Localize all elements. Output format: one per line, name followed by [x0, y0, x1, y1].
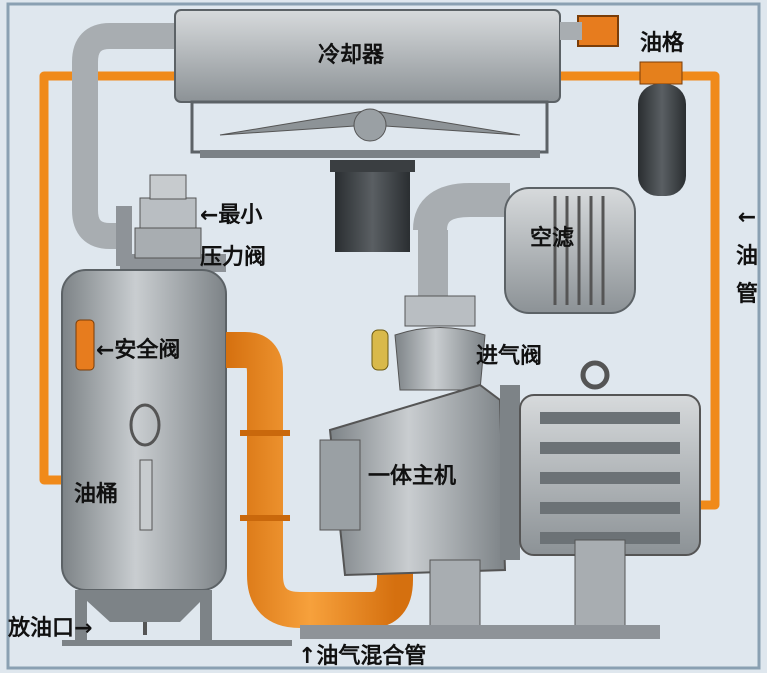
min-pressure-valve	[134, 174, 202, 259]
min-pressure-valve-label-line2: 压力阀	[200, 245, 267, 270]
oil-tank	[61, 254, 227, 640]
min-pressure-valve-label-line1: ←最小	[200, 203, 263, 228]
intake-valve-label: 进气阀	[476, 344, 543, 369]
oil-pipe-char-1: 油	[735, 244, 758, 270]
discharge-pipe	[72, 23, 180, 266]
drain-outlet-label: 放油口→	[8, 616, 93, 641]
integrated-main-unit	[300, 360, 701, 639]
oil-pipe-loop	[39, 71, 720, 510]
oil-pipe-char-2: 管	[735, 281, 758, 307]
oil-tank-label: 油桶	[74, 482, 119, 507]
integrated-main-unit-label: 一体主机	[368, 464, 457, 489]
air-filter-label: 空滤	[530, 226, 575, 251]
oil-pipe-label: ← 油 管	[732, 205, 762, 307]
air-filter	[413, 183, 636, 314]
intake-valve	[371, 295, 486, 391]
cooler-unit	[174, 9, 561, 252]
oil-gas-mixing-pipe-label: ↑油气混合管	[298, 644, 427, 669]
oil-filter	[560, 15, 686, 196]
oil-filter-label: 油格	[640, 31, 685, 56]
oil-pipe-arrow: ←	[737, 205, 757, 230]
cooler-label: 冷却器	[318, 43, 385, 68]
diagram-frame	[6, 2, 761, 670]
oil-gas-mixing-pipe	[226, 332, 413, 628]
safety-valve-label: ←安全阀	[96, 338, 181, 363]
